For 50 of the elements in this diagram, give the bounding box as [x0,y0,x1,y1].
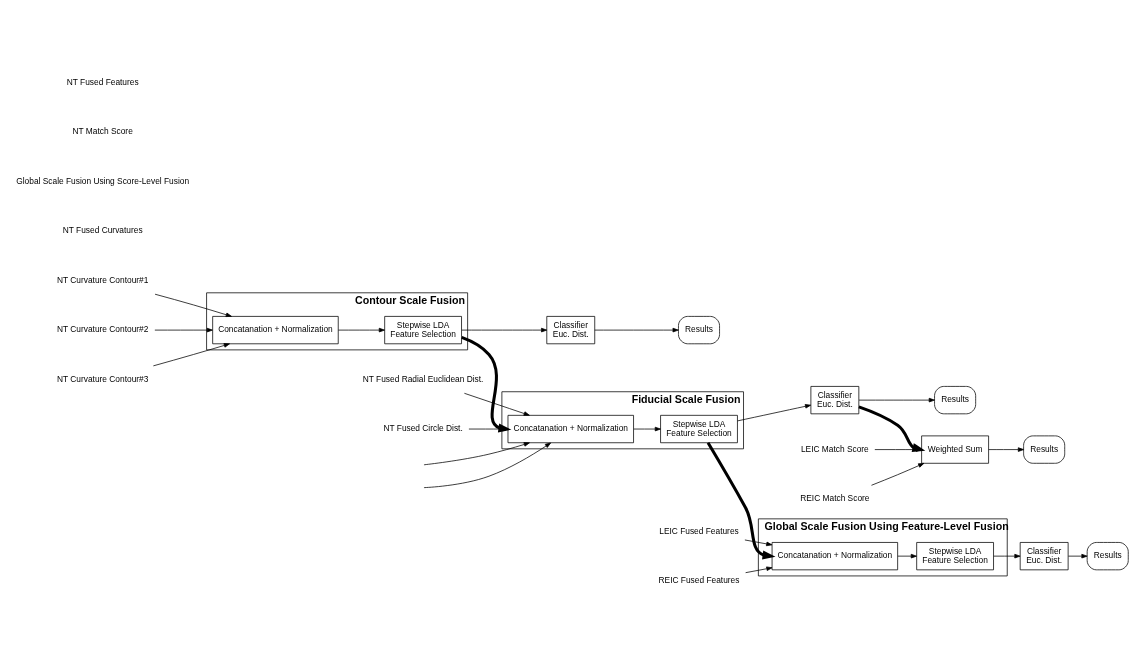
arrow [988,447,1024,452]
label: Global Scale Fusion Using Score-Level Fusion [16,175,190,186]
arrow [633,426,661,432]
arrow [594,327,679,333]
node-text: LEIC Fused Features [659,525,739,536]
arrow [858,405,926,453]
node-box: Stepwise LDA Feature Selection [916,542,994,571]
arrow [993,553,1021,559]
arrow [338,327,385,333]
node-box: Results [934,386,977,415]
arrow [706,442,776,560]
arrow [1068,553,1088,559]
node-box: Classifier Euc. Dist. [546,316,596,345]
node-box: Results [678,316,720,345]
label: NT Match Score [72,126,133,137]
node-text: NT Fused Circle Dist. [383,423,463,434]
node-box: Stepwise LDA Feature Selection [384,316,462,345]
node-text: NT Fused Radial Euclidean Dist. [362,373,484,384]
node-text: NT Curvature Contour#2 [57,324,149,335]
node-text: NT Curvature Contour#3 [57,373,149,384]
arrow [423,442,552,488]
arrow [897,553,917,559]
node-box: Concatanation + Normalization [212,316,339,345]
arrow [858,397,935,403]
arrow [874,447,922,452]
node-text: NT Curvature Contour#1 [57,274,149,285]
arrow [423,442,530,466]
node-box: Stepwise LDA Feature Selection [660,414,738,444]
arrow [744,539,773,547]
node-box: Classifier Euc. Dist. [1019,542,1069,571]
arrow [461,327,548,333]
label: NT Fused Curvatures [62,225,143,236]
arrow [154,293,232,317]
node-box: Results [1023,435,1066,464]
node-box: Results [1086,542,1129,571]
arrow [461,335,512,433]
node-box: Weighted Sum [921,435,989,464]
node-text: REIC Fused Features [658,575,740,586]
arrow [464,392,530,416]
arrow [745,566,773,574]
arrow [737,404,812,422]
arrow [871,463,925,486]
node-box: Concatanation + Normalization [507,414,634,444]
label: NT Fused Features [66,76,139,87]
node-text: REIC Match Score [800,493,870,504]
node-box: Concatanation + Normalization [771,542,899,571]
node-box: Classifier Euc. Dist. [810,386,860,415]
node-text: LEIC Match Score [800,443,869,454]
arrow [153,343,230,367]
arrow [154,327,213,333]
